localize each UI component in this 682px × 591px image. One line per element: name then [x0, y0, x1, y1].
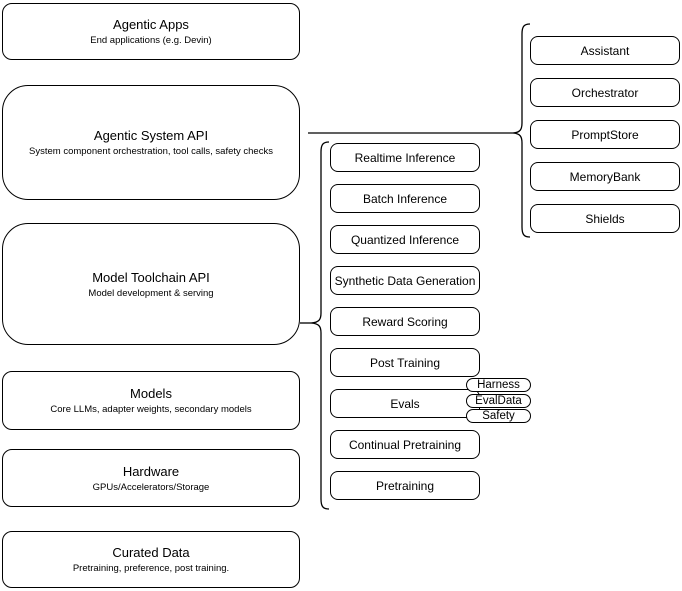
box-shields: Shields [530, 204, 680, 233]
box-model-toolchain-api-title: Model Toolchain API [92, 269, 210, 285]
box-models: Models Core LLMs, adapter weights, secon… [2, 371, 300, 430]
box-realtime-inference: Realtime Inference [330, 143, 480, 172]
box-reward-scoring: Reward Scoring [330, 307, 480, 336]
box-promptstore: PromptStore [530, 120, 680, 149]
box-orchestrator: Orchestrator [530, 78, 680, 107]
box-curated-data: Curated Data Pretraining, preference, po… [2, 531, 300, 588]
box-agentic-system-api-title: Agentic System API [93, 128, 209, 143]
box-post-training: Post Training [330, 348, 480, 377]
box-hardware: Hardware GPUs/Accelerators/Storage [2, 449, 300, 507]
box-agentic-system-api: Agentic System API System component orch… [2, 85, 300, 200]
box-continual-pretraining: Continual Pretraining [330, 430, 480, 459]
brace-agentic-system-group [512, 23, 531, 238]
box-agentic-apps: Agentic Apps End applications (e.g. Devi… [2, 3, 300, 60]
tag-evaldata: EvalData [466, 394, 531, 408]
box-curated-data-subtitle: Pretraining, preference, post training. [72, 563, 230, 574]
box-models-subtitle: Core LLMs, adapter weights, secondary mo… [50, 404, 252, 415]
box-models-title: Models [130, 386, 172, 401]
box-evals: Evals [330, 389, 480, 418]
box-agentic-apps-title: Agentic Apps [113, 17, 189, 32]
box-hardware-title: Hardware [122, 463, 180, 479]
box-curated-data-title: Curated Data [112, 545, 190, 560]
box-model-toolchain-api-subtitle: Model development & serving [88, 287, 214, 299]
box-agentic-system-api-subtitle: System component orchestration, tool cal… [29, 146, 273, 157]
tag-harness: Harness [466, 378, 531, 392]
tag-safety: Safety [466, 409, 531, 423]
box-pretraining: Pretraining [330, 471, 480, 500]
box-quantized-inference: Quantized Inference [330, 225, 480, 254]
box-synthetic-data-generation: Synthetic Data Generation [330, 266, 480, 295]
box-hardware-subtitle: GPUs/Accelerators/Storage [92, 481, 210, 493]
box-assistant: Assistant [530, 36, 680, 65]
box-agentic-apps-subtitle: End applications (e.g. Devin) [90, 35, 212, 46]
brace-model-toolchain-group [310, 141, 330, 510]
box-model-toolchain-api: Model Toolchain API Model development & … [2, 223, 300, 345]
box-memorybank: MemoryBank [530, 162, 680, 191]
box-batch-inference: Batch Inference [330, 184, 480, 213]
